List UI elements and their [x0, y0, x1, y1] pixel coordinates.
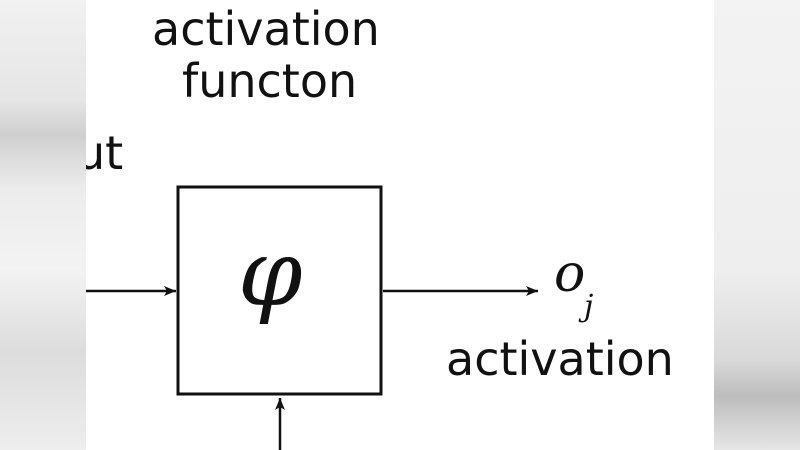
activation-function-box — [176, 185, 383, 396]
diagram-canvas: activation functon ut φ o j activation — [86, 0, 714, 450]
title-line-1: activation — [152, 2, 380, 56]
title-line-2: functon — [182, 54, 358, 108]
output-label: activation — [446, 332, 674, 386]
input-label: ut — [86, 126, 124, 180]
output-symbol: o — [554, 244, 586, 304]
right-blur-band — [714, 0, 800, 450]
output-subscript: j — [584, 289, 594, 324]
phi-symbol: φ — [238, 220, 303, 327]
diagram-lines — [86, 185, 538, 450]
left-blur-band — [0, 0, 86, 450]
